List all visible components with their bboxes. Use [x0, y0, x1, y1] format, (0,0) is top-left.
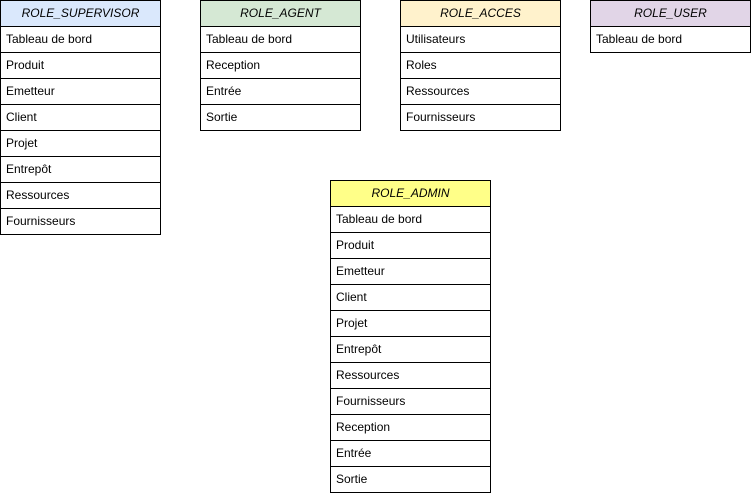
role-supervisor-table: ROLE_SUPERVISOR Tableau de bord Produit …	[0, 0, 161, 235]
role-admin-item: Entrée	[331, 441, 490, 467]
role-supervisor-item: Emetteur	[1, 79, 160, 105]
role-supervisor-item: Fournisseurs	[6, 214, 76, 228]
role-supervisor-title: ROLE_SUPERVISOR	[1, 1, 160, 27]
role-admin-item: Fournisseurs	[331, 389, 490, 415]
role-agent-table: ROLE_AGENT Tableau de bord Reception Ent…	[200, 0, 361, 131]
role-supervisor-item: Produit	[1, 53, 160, 79]
role-user-title: ROLE_USER	[591, 1, 750, 27]
role-supervisor-item: Projet	[1, 131, 160, 157]
role-supervisor-item: Ressources	[1, 183, 160, 209]
role-admin-table: ROLE_ADMIN Tableau de bord Produit Emett…	[330, 180, 491, 493]
role-acces-item: Utilisateurs	[401, 27, 560, 53]
role-admin-item: Projet	[331, 311, 490, 337]
role-admin-item: Reception	[331, 415, 490, 441]
role-supervisor-item: Entrepôt	[1, 157, 160, 183]
role-acces-title: ROLE_ACCES	[401, 1, 560, 27]
role-admin-title: ROLE_ADMIN	[331, 181, 490, 207]
role-admin-item: Entrepôt	[331, 337, 490, 363]
role-acces-item: Ressources	[401, 79, 560, 105]
role-user-table: ROLE_USER Tableau de bord	[590, 0, 751, 53]
role-admin-item: Client	[331, 285, 490, 311]
role-supervisor-item: Client	[1, 105, 160, 131]
role-supervisor-item: Tableau de bord	[1, 27, 160, 53]
role-agent-item: Reception	[201, 53, 360, 79]
role-admin-item: Produit	[331, 233, 490, 259]
role-acces-item: Fournisseurs	[406, 110, 476, 124]
role-user-item: Tableau de bord	[596, 32, 683, 46]
role-agent-item: Tableau de bord	[201, 27, 360, 53]
role-acces-table: ROLE_ACCES Utilisateurs Roles Ressources…	[400, 0, 561, 131]
role-admin-item: Tableau de bord	[331, 207, 490, 233]
role-admin-item: Emetteur	[331, 259, 490, 285]
role-agent-title: ROLE_AGENT	[201, 1, 360, 27]
role-admin-item: Ressources	[331, 363, 490, 389]
role-agent-item: Entrée	[201, 79, 360, 105]
role-acces-item: Roles	[401, 53, 560, 79]
role-agent-item: Sortie	[206, 110, 238, 124]
role-admin-item: Sortie	[336, 472, 368, 486]
